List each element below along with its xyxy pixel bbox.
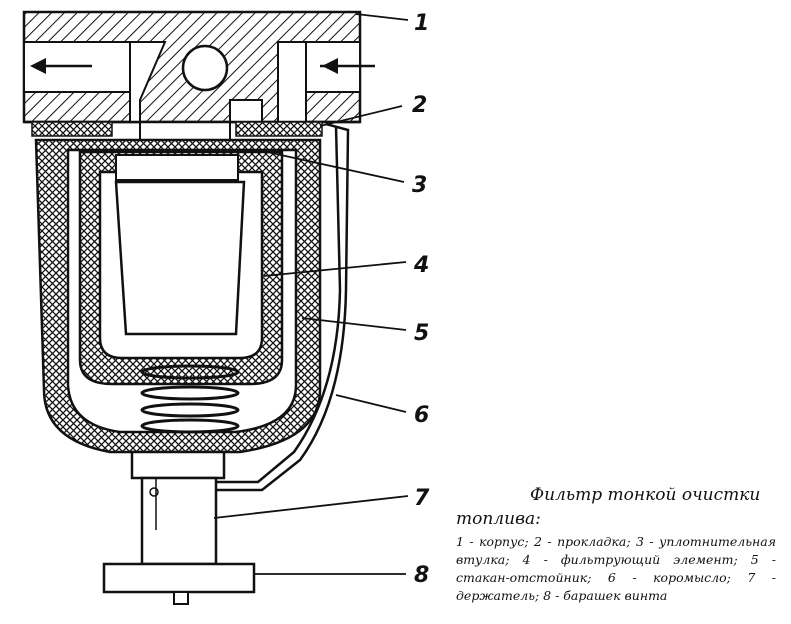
caption-title: Фильтр тонкой очистки топлива:	[456, 485, 761, 529]
callout-4: 4	[413, 253, 429, 278]
callout-1: 1	[414, 11, 429, 36]
callout-6: 6	[414, 403, 429, 428]
rocker	[215, 122, 350, 492]
inflow-arrow-icon	[320, 58, 375, 74]
leader-lines	[213, 13, 409, 575]
holder	[130, 450, 226, 566]
callout-5: 5	[414, 321, 429, 346]
callout-3: 3	[412, 173, 427, 198]
callout-8: 8	[414, 563, 429, 588]
callout-2: 2	[412, 93, 427, 118]
wing-screw	[102, 562, 256, 605]
filter-inner-cavity	[114, 180, 246, 336]
outflow-arrow-icon	[30, 58, 92, 74]
spring	[140, 364, 240, 434]
gasket	[31, 121, 323, 137]
caption-legend: 1 - корпус; 2 - прокладка; 3 - уплотните…	[456, 534, 776, 603]
sealing-sleeve	[115, 154, 239, 181]
callout-7: 7	[414, 486, 430, 511]
filter-element	[78, 150, 284, 386]
